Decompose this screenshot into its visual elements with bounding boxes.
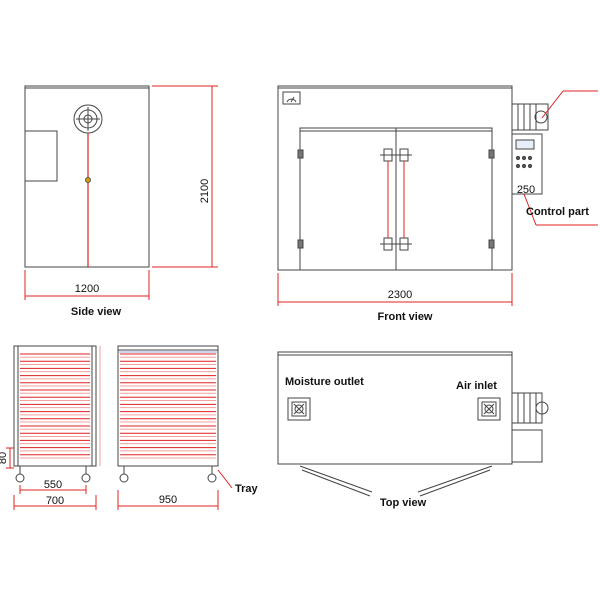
control-panel <box>511 133 543 195</box>
panel-reading: 250 <box>517 184 535 196</box>
top-view <box>277 351 549 497</box>
side-view-inspection-window <box>24 130 58 182</box>
open-doors <box>299 465 493 497</box>
top-control-box <box>511 429 543 463</box>
front-view <box>277 85 598 306</box>
tray-leader-line <box>217 469 233 489</box>
top-view-body <box>277 351 513 465</box>
trolley-front-width-dimension <box>117 490 219 510</box>
thermometer-icon <box>282 91 301 105</box>
side-view <box>24 85 218 300</box>
trolley-inner-dimension <box>19 485 87 494</box>
trolley-side-view <box>6 345 101 510</box>
front-view-caption: Front view <box>377 311 432 323</box>
wheel-icon <box>15 466 91 483</box>
height-dimension-line <box>152 85 218 268</box>
trolley-front-trays <box>120 353 216 459</box>
top-view-caption: Top view <box>380 497 427 509</box>
trolley-height-dimension <box>6 447 14 469</box>
control-part-label: Control part <box>526 206 589 218</box>
fan-icon <box>73 104 103 134</box>
moisture-outlet-label: Moisture outlet <box>285 376 364 388</box>
wheel-icon <box>119 466 217 483</box>
moisture-outlet-vent-icon <box>287 397 311 421</box>
tray-label: Tray <box>235 483 259 495</box>
side-view-handle <box>85 177 91 183</box>
air-inlet-label: Air inlet <box>456 380 497 392</box>
side-view-width-label: 1200 <box>75 283 99 295</box>
motor-icon <box>511 392 549 424</box>
side-view-caption: Side view <box>71 306 122 318</box>
control-leader-line <box>523 90 598 226</box>
front-width-dimension-line <box>277 273 513 306</box>
trolley-width-dimension <box>13 346 101 510</box>
side-view-height-label: 2100 <box>199 179 211 203</box>
left-door <box>299 127 397 271</box>
trolley-inner-label: 550 <box>44 479 62 491</box>
trolley-front-view <box>117 345 233 510</box>
trolley-side-trays <box>20 353 90 459</box>
motor-icon <box>511 103 549 131</box>
front-view-width-label: 2300 <box>388 289 412 301</box>
front-view-body <box>277 85 513 271</box>
side-view-body <box>24 85 150 268</box>
width-dimension-line <box>24 270 150 300</box>
trolley-width-label: 700 <box>46 495 64 507</box>
right-door <box>395 127 493 271</box>
trolley-front-width-label: 950 <box>159 494 177 506</box>
trolley-height-label: 80 <box>0 452 9 464</box>
air-inlet-vent-icon <box>477 397 501 421</box>
